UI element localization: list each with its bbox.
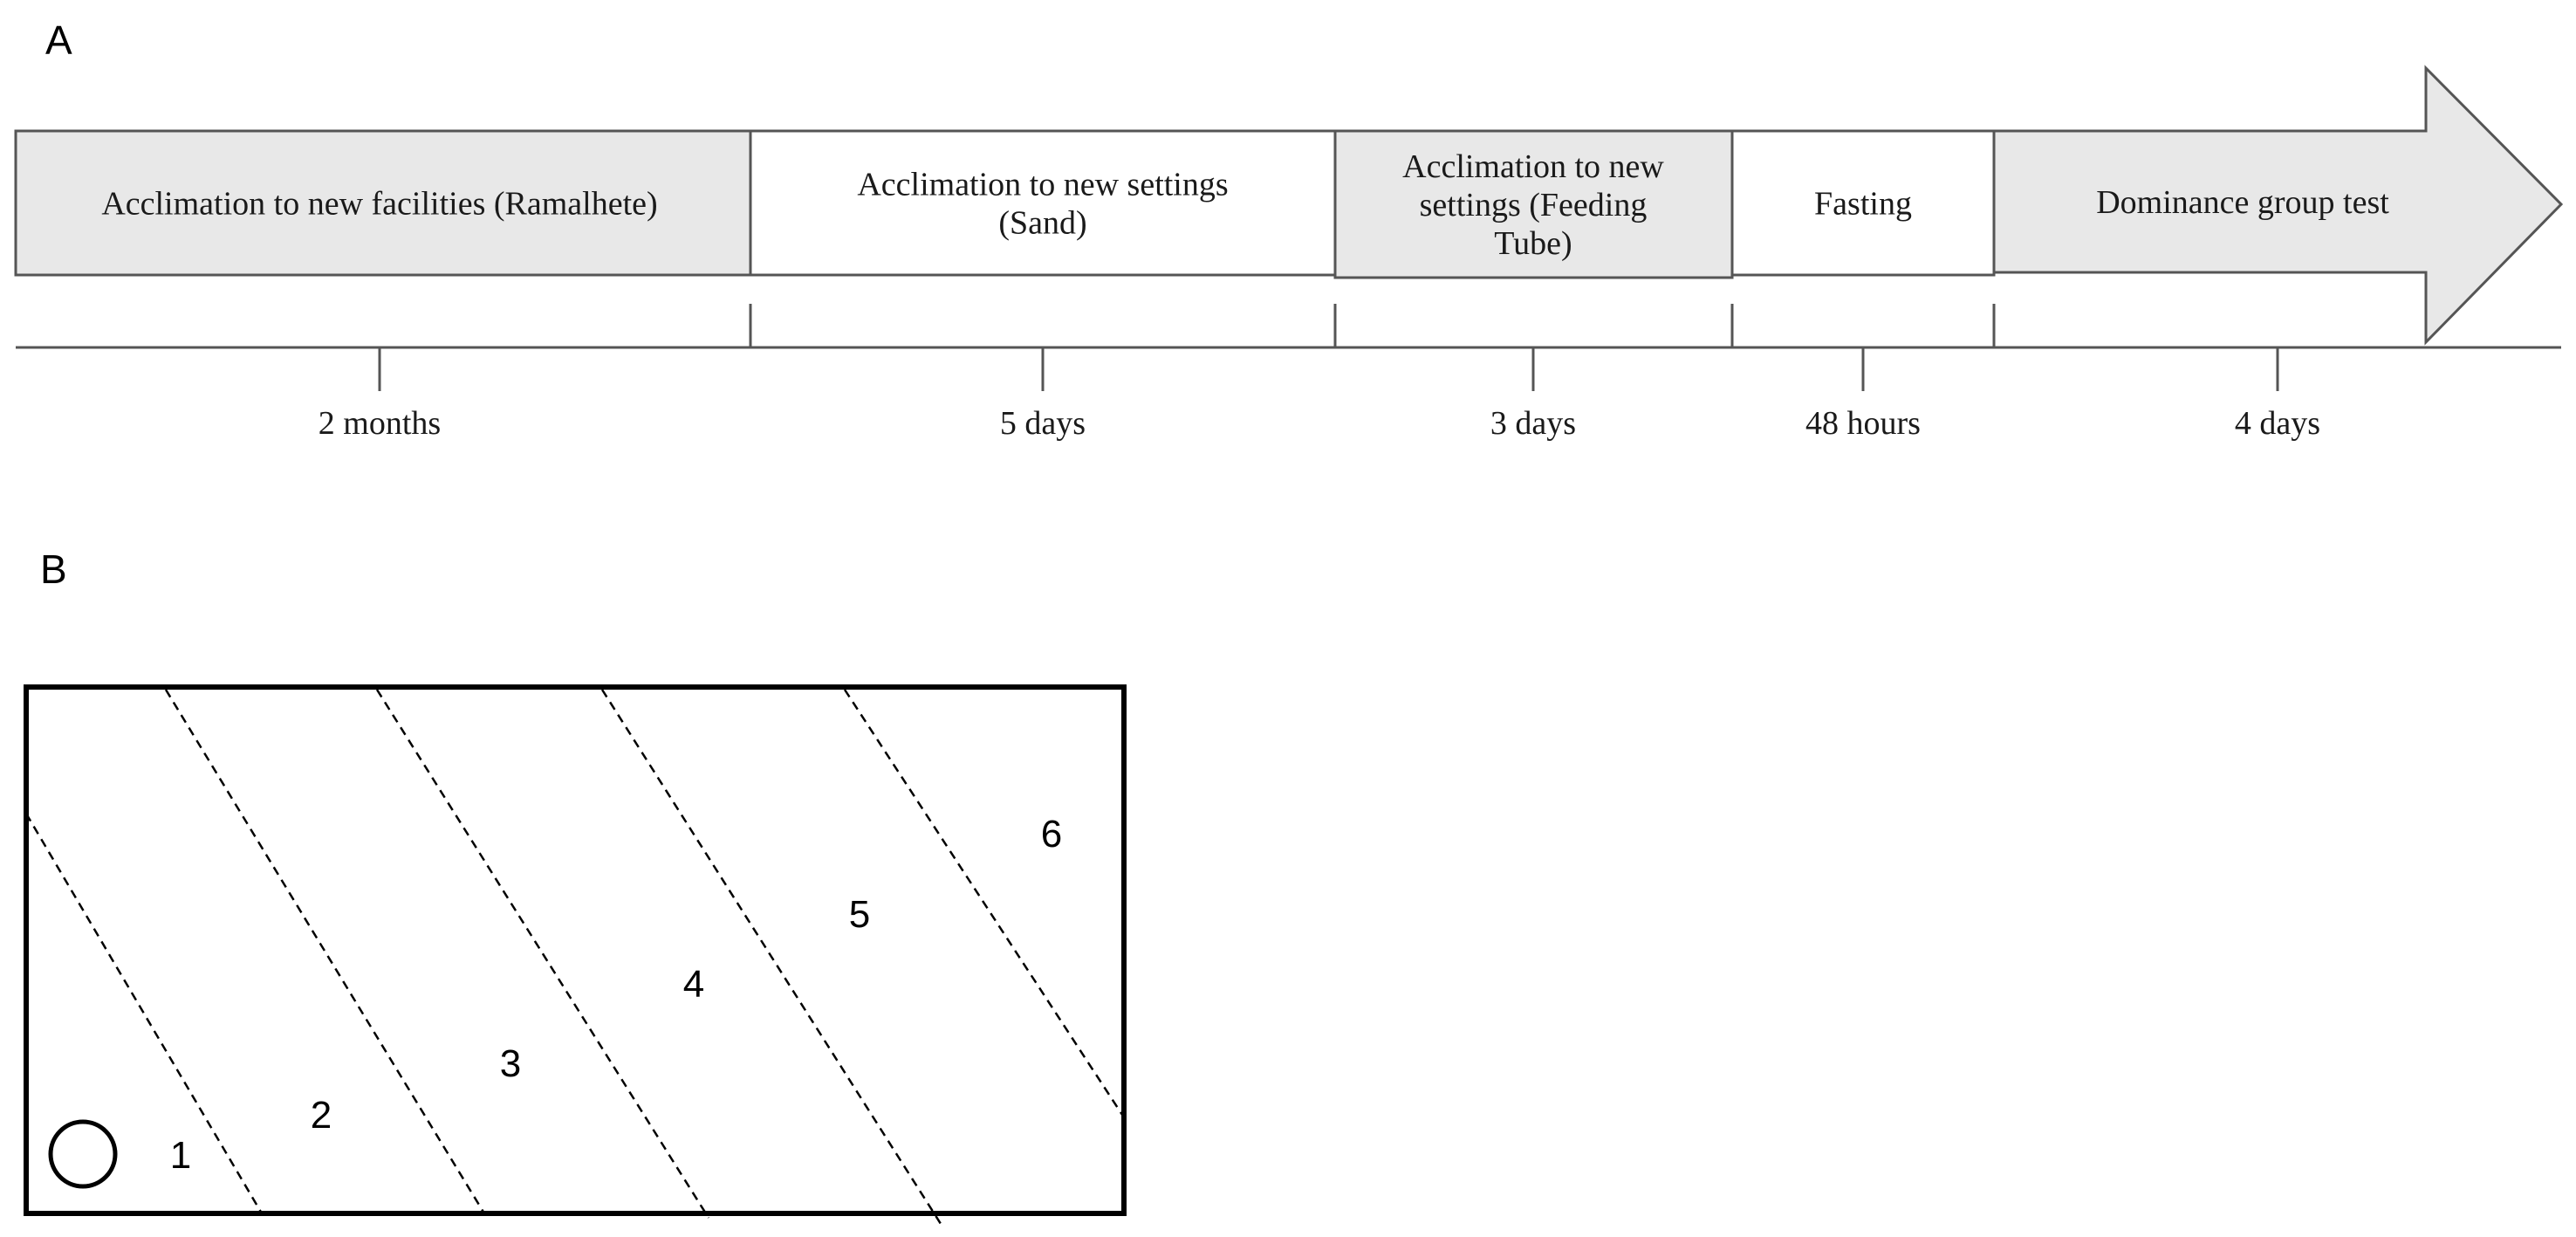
stage-label-feeding-tube: Acclimation to new <box>1402 148 1664 185</box>
duration-label-dominance-test: 4 days <box>2235 405 2320 442</box>
stage-label-feeding-tube: settings (Feeding <box>1420 187 1648 223</box>
arena-diagram: 1 2 3 4 5 6 <box>24 684 1127 1227</box>
stage-box-fasting <box>1730 129 1996 277</box>
timeline-diagram: Acclimation to new facilities (Ramalhete… <box>14 65 2564 442</box>
panel-b-label: B <box>40 546 67 592</box>
zone-divider <box>600 689 944 1227</box>
stage-label-dominance-test: Dominance group test <box>2096 184 2389 221</box>
zone-number-3: 3 <box>500 1042 521 1085</box>
zone-number-2: 2 <box>311 1094 332 1137</box>
feeding-point-circle <box>48 1119 118 1189</box>
zone-number-5: 5 <box>849 893 870 936</box>
zone-number-4: 4 <box>683 963 704 1006</box>
zone-number-6: 6 <box>1041 813 1062 856</box>
stage-box-sand <box>749 129 1337 277</box>
panel-a-label: A <box>45 17 72 63</box>
stage-label-facilities: Acclimation to new facilities (Ramalhete… <box>101 186 657 223</box>
stage-box-dominance-test <box>1992 65 2564 346</box>
stage-label-sand: (Sand) <box>998 205 1086 242</box>
zone-divider <box>164 689 486 1214</box>
stage-box-facilities <box>14 129 752 277</box>
zone-number-1: 1 <box>170 1134 191 1177</box>
stage-label-fasting: Fasting <box>1814 186 1912 223</box>
duration-label-fasting: 48 hours <box>1805 405 1921 442</box>
stage-box-feeding-tube <box>1333 129 1734 279</box>
duration-label-feeding-tube: 3 days <box>1490 405 1576 442</box>
zone-divider <box>24 813 264 1214</box>
zone-divider <box>375 689 710 1219</box>
arena-border <box>24 684 1127 1216</box>
stage-label-feeding-tube: Tube) <box>1494 225 1572 262</box>
duration-label-sand: 5 days <box>1000 405 1086 442</box>
zone-divider <box>843 689 1126 1118</box>
duration-label-facilities: 2 months <box>319 405 441 442</box>
stage-label-sand: Acclimation to new settings <box>857 167 1228 203</box>
